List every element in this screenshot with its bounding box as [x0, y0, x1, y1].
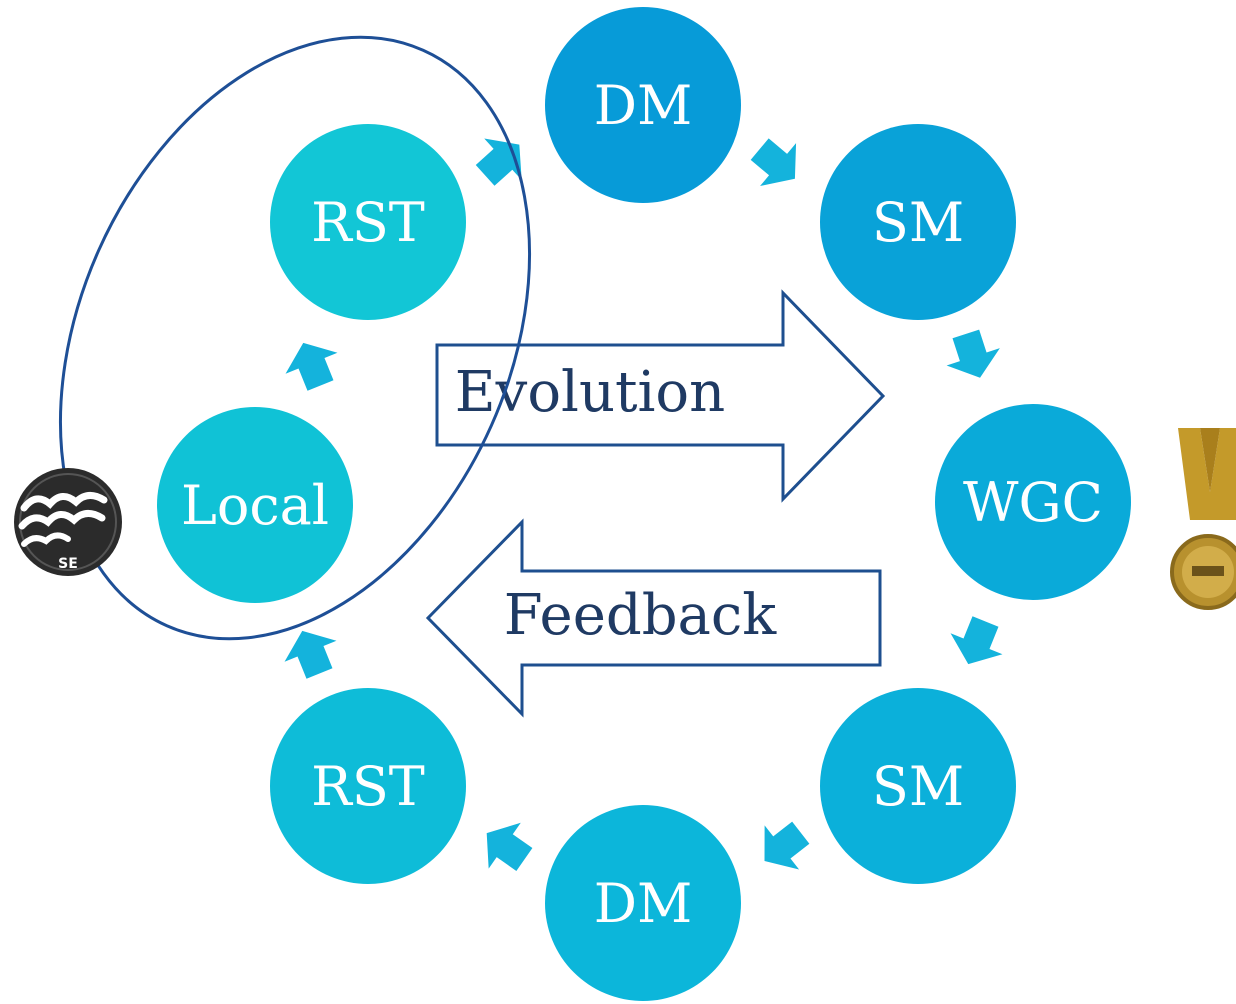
- node-label: RST: [311, 191, 425, 254]
- evolution-arrow: Evolution: [435, 289, 886, 503]
- arrow-dm-to-rst: [486, 822, 533, 871]
- node-sm-top: SM: [820, 124, 1016, 320]
- node-dm-top: DM: [545, 7, 741, 203]
- node-rst-bottom: RST: [270, 688, 466, 884]
- evolution-label: Evolution: [455, 360, 725, 425]
- node-dm-bottom: DM: [545, 805, 741, 1001]
- medal-icon: [1170, 428, 1236, 610]
- arrow-local-to-rst: [285, 342, 338, 391]
- arrow-dm-to-sm: [750, 138, 797, 187]
- highlight-ellipse: [58, 35, 532, 641]
- node-label: DM: [594, 74, 693, 137]
- node-label: Local: [181, 474, 329, 537]
- feedback-label: Feedback: [504, 583, 778, 648]
- node-label: RST: [311, 755, 425, 818]
- arrow-rst-to-local: [284, 630, 337, 679]
- node-label: SM: [872, 191, 964, 254]
- node-label: DM: [594, 872, 693, 935]
- feedback-arrow: Feedback: [425, 518, 882, 718]
- node-label: WGC: [963, 471, 1103, 534]
- node-sm-bottom: SM: [820, 688, 1016, 884]
- arrow-rst-to-dm: [475, 138, 522, 186]
- se-logo-text: SE: [58, 556, 78, 572]
- node-wgc: WGC: [935, 404, 1131, 600]
- arrow-sm-to-dm: [764, 821, 810, 870]
- se-logo-badge: SE: [14, 468, 122, 576]
- node-rst-top: RST: [270, 124, 466, 320]
- arrow-sm-to-wgc: [946, 329, 1000, 378]
- arrow-wgc-to-sm: [950, 616, 1003, 665]
- connector-arrows: [284, 138, 1003, 871]
- node-local: Local: [157, 407, 353, 603]
- node-label: SM: [872, 755, 964, 818]
